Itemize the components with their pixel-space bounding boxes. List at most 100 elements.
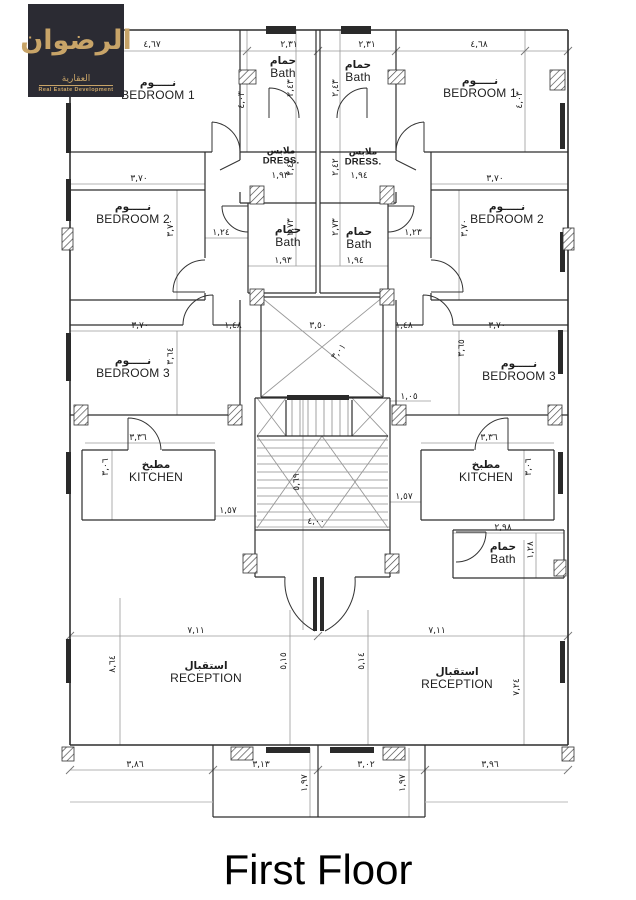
dimension-label: ١,٢٣ xyxy=(404,228,422,238)
dimension-label: ٢,٣١ xyxy=(280,40,298,50)
room-arabic-name: ملابس xyxy=(266,146,296,157)
dimension-label: ٣,٧٠ xyxy=(460,219,470,237)
room-arabic-name: نـــــوم xyxy=(461,75,499,88)
room-english-name: BEDROOM 1 xyxy=(443,86,517,101)
door-swings xyxy=(127,87,509,632)
dimension-label: ٣,٣٦ xyxy=(129,433,147,443)
floor-title: First Floor xyxy=(223,846,413,893)
room-arabic-name: ملابس xyxy=(348,147,378,158)
dimension-ticks xyxy=(65,46,573,775)
dimension-label: ٥,٦٩ xyxy=(292,473,302,491)
room-arabic-name: مطبخ xyxy=(141,459,171,472)
dimension-label: ٣,١٣ xyxy=(252,760,270,770)
room-english-name: BEDROOM 3 xyxy=(482,369,556,384)
dimension-label: ٧,٢٤ xyxy=(512,678,522,696)
logo-english-tagline: Real Estate Development xyxy=(38,85,114,93)
dimension-label: ٣,٥٠ xyxy=(309,321,327,331)
dimension-label: ١,٩٧ xyxy=(398,774,408,792)
room-english-name: DRESS. xyxy=(262,155,300,167)
interior-walls xyxy=(70,30,568,818)
room-english-name: RECEPTION xyxy=(170,671,242,686)
room-arabic-name: استقبال xyxy=(184,660,228,673)
dimension-label: ٣,٧٠ xyxy=(486,174,504,184)
room-english-name: BEDROOM 2 xyxy=(96,212,170,227)
room-arabic-name: نـــــوم xyxy=(114,355,152,368)
dimension-label: ٢,٤٢ xyxy=(331,158,341,176)
dimension-label: ٣,٧٠ xyxy=(130,174,148,184)
shaft-cross-lines xyxy=(256,296,389,529)
room-arabic-name: حمام xyxy=(344,59,372,72)
dimension-label: ٢,٩٨ xyxy=(494,523,512,533)
dimension-label: ١,٢٤ xyxy=(212,228,230,238)
dimension-label: ٢,٤٣ xyxy=(286,79,296,97)
room-arabic-name: نـــــوم xyxy=(500,358,538,371)
dimension-label: ٧,١١ xyxy=(428,626,446,636)
room-arabic-name: حمام xyxy=(274,224,302,237)
logo-calligraphy: الرضوان xyxy=(20,25,132,56)
dimension-label: ٣,٦٥ xyxy=(457,339,467,357)
dimension-label: ٣,٧٠ xyxy=(131,321,149,331)
dimension-label: ٣,٧٠ xyxy=(488,321,506,331)
room-english-name: BEDROOM 1 xyxy=(121,88,195,103)
room-english-name: Bath xyxy=(346,237,372,252)
dimension-label: ١,٩٤ xyxy=(346,256,364,266)
dimension-label: ٤,٦٨ xyxy=(470,40,488,50)
room-arabic-name: حمام xyxy=(345,226,373,239)
dimension-label: ١,٤٨ xyxy=(224,321,242,331)
dimension-label: ٣,٨٦ xyxy=(126,760,144,770)
room-english-name: RECEPTION xyxy=(421,677,493,692)
room-arabic-name: حمام xyxy=(269,55,297,68)
dimension-label: ٣,٠٦ xyxy=(524,458,534,476)
room-arabic-name: مطبخ xyxy=(471,459,501,472)
room-english-name: Bath xyxy=(490,552,516,567)
dimension-label: ١,٩٧ xyxy=(300,774,310,792)
room-arabic-name: نـــــوم xyxy=(488,201,526,214)
structural-columns xyxy=(61,69,575,762)
dimension-lines xyxy=(70,30,568,817)
dimension-label: ٨,٦٤ xyxy=(108,655,118,673)
dimension-label: ٣,٩٦ xyxy=(481,760,499,770)
room-english-name: Bath xyxy=(275,235,301,250)
dimension-label: ٣,٣٦ xyxy=(480,433,498,443)
room-arabic-name: نـــــوم xyxy=(139,77,177,90)
dimension-label: ٣,٠٦ xyxy=(101,458,111,476)
company-logo: الرضوان العقارية Real Estate Development xyxy=(20,4,132,97)
stair-treads xyxy=(257,400,388,521)
room-arabic-name: استقبال xyxy=(435,666,479,679)
room-english-name: DRESS. xyxy=(344,156,382,168)
room-arabic-name: نـــــوم xyxy=(114,201,152,214)
dimension-label: ٢,٣١ xyxy=(358,40,376,50)
window-bars xyxy=(66,26,565,753)
room-english-name: BEDROOM 3 xyxy=(96,366,170,381)
dimension-label: ١,٠٥ xyxy=(400,392,418,402)
dimension-label: ٥,١٥ xyxy=(279,652,289,670)
dimension-label: ٤,٠٠ xyxy=(307,517,325,527)
room-english-name: KITCHEN xyxy=(128,470,184,485)
dimension-label: ١,٩٣ xyxy=(271,171,289,181)
dimension-label: ٢,٤٣ xyxy=(331,79,341,97)
dimension-label: ٥,١٤ xyxy=(357,652,367,670)
dimension-label: ١,٤٨ xyxy=(395,321,413,331)
dimension-label: ١,٩٤ xyxy=(350,171,368,181)
outer-walls xyxy=(69,29,569,746)
dimension-label: ٣,٠٢ xyxy=(357,760,375,770)
